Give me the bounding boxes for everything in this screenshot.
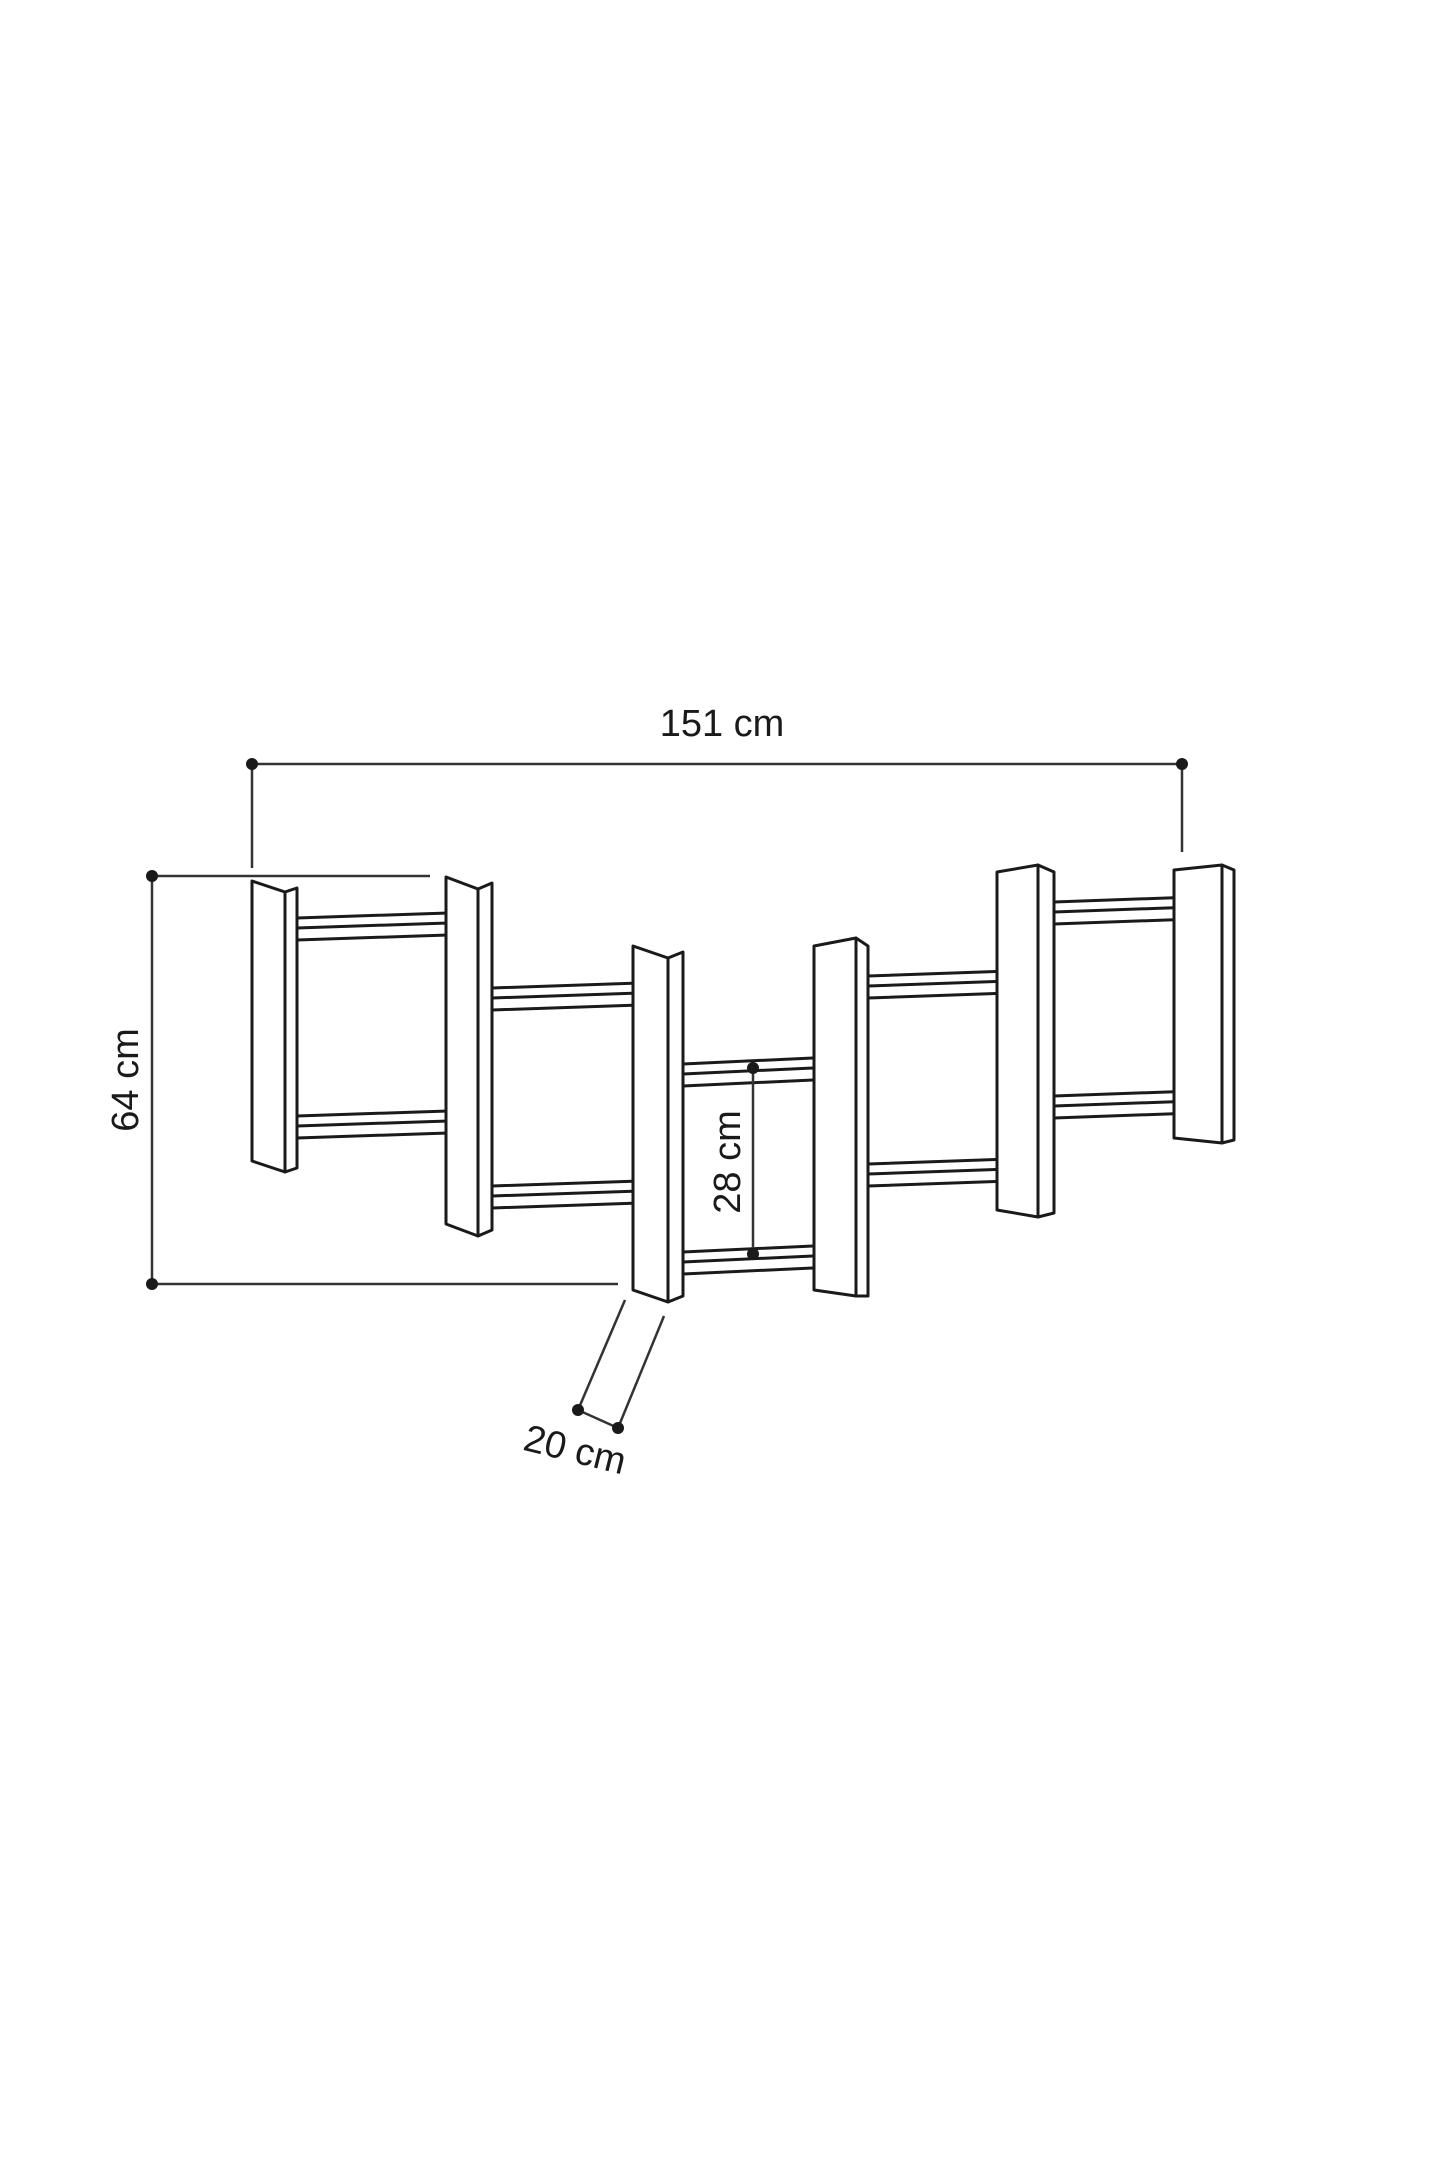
- endpoint-dot: [572, 1404, 584, 1416]
- dimension-lines: [150, 762, 1184, 1430]
- endpoint-dot: [1176, 758, 1188, 770]
- endpoint-dot: [612, 1422, 624, 1434]
- height-label: 64 cm: [105, 1028, 147, 1131]
- dimension-endpoints: [146, 758, 1188, 1434]
- panel-5: [995, 863, 1056, 1219]
- panel-1: [250, 879, 299, 1174]
- width-label: 151 cm: [660, 703, 785, 745]
- shelf-unit: [250, 863, 1236, 1304]
- endpoint-dot: [146, 1278, 158, 1290]
- endpoint-dot: [146, 870, 158, 882]
- panel-4: [812, 936, 870, 1298]
- panel-6: [1172, 863, 1236, 1145]
- panel-3: [631, 944, 685, 1304]
- endpoint-dot: [246, 758, 258, 770]
- depth-dimension-line: [577, 1408, 619, 1430]
- depth-extension-left: [576, 1299, 627, 1411]
- panel-2: [444, 875, 494, 1238]
- endpoint-dot: [747, 1248, 759, 1260]
- endpoint-dot: [747, 1062, 759, 1074]
- shelf-gap-label: 28 cm: [707, 1110, 749, 1213]
- depth-extension-right: [616, 1315, 666, 1429]
